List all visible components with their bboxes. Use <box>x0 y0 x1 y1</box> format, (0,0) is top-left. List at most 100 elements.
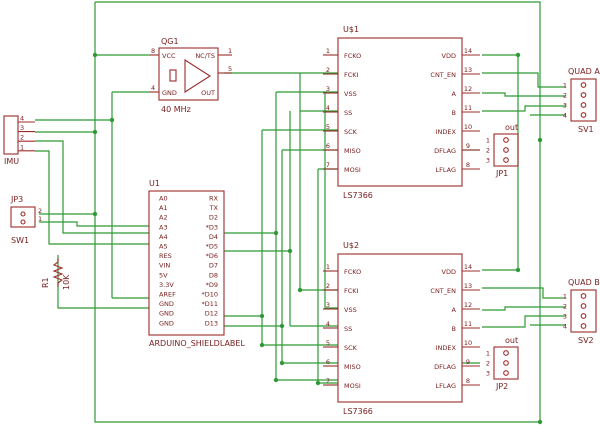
counter-right-pin-label: INDEX <box>436 344 457 352</box>
counter-right-pin-number: 8 <box>466 377 470 385</box>
jp1-header-pin-hole <box>503 157 509 163</box>
qg1-vcc-number: 8 <box>151 47 155 55</box>
u1-left-pin-label: RES <box>159 252 172 260</box>
counter-right-pin-number: 14 <box>464 47 472 55</box>
qg1-nc-number: 1 <box>228 47 232 55</box>
quad-b-header-pin-number: 3 <box>563 313 567 321</box>
counter-left-pin-number: 7 <box>326 161 330 169</box>
u1-label: ARDUINO_SHIELDLABEL <box>149 339 245 348</box>
counter-left-pin-number: 5 <box>326 339 330 347</box>
qg1-vcc-label: VCC <box>162 52 176 60</box>
u1-left-pin-label: 3.3V <box>159 281 174 289</box>
junction-dot <box>92 211 98 217</box>
counter-right-pin-label: B <box>452 325 456 333</box>
jp1-header-body <box>493 133 519 167</box>
imu-name: IMU <box>4 157 19 166</box>
u1-left-pin-label: A4 <box>159 233 168 241</box>
imu-pin-number: 2 <box>20 134 24 142</box>
junction-dot <box>297 287 303 293</box>
u1-name: U1 <box>149 179 160 188</box>
net-b1 <box>482 105 566 112</box>
counter-left-pin-number: 3 <box>326 301 330 309</box>
counter-left-pin-number: 6 <box>326 358 330 366</box>
counter-left-pin-number: 4 <box>326 320 330 328</box>
wire-layer <box>35 1 566 425</box>
qg1-name: QG1 <box>161 37 179 46</box>
counter-name: U$1 <box>343 25 359 34</box>
u1-left-pin-label: GND <box>159 310 174 318</box>
u1-right-pin-label: *D10 <box>201 291 218 299</box>
counter-left-pin-number: 1 <box>326 263 330 271</box>
r1-resistor-symbol <box>52 258 64 287</box>
qg1-out-number: 5 <box>228 65 232 73</box>
quad-a-header-pin-number: 1 <box>563 82 567 90</box>
u1-right-pin-label: D12 <box>205 310 218 318</box>
counter-left-pin-number: 7 <box>326 377 330 385</box>
net-b2 <box>482 315 566 328</box>
counter-left-pin-label: VSS <box>344 90 357 98</box>
qg1-body <box>158 47 219 101</box>
counter-left-pin-number: 3 <box>326 85 330 93</box>
jp3-title: JP3 <box>10 195 23 204</box>
u1-right-pin-label: D4 <box>209 233 218 241</box>
counter-right-pin-label: A <box>452 90 457 98</box>
counter-left-pin-number: 5 <box>326 123 330 131</box>
counter-name: U$2 <box>343 241 359 250</box>
u1-left-pin-label: A0 <box>159 195 168 203</box>
quad-b-header-pin-number: 2 <box>563 303 567 311</box>
counter-body <box>337 253 463 403</box>
junction-dot <box>92 129 98 135</box>
u1-right-pin-label: D7 <box>209 262 218 270</box>
net-a1 <box>482 92 566 97</box>
jp2-header-pin-hole <box>503 360 509 366</box>
net-cnt-en1 <box>482 72 566 88</box>
quad-a-header-pin-hole <box>580 112 587 118</box>
junction-dot <box>537 419 543 425</box>
quad-a-header-pin-hole <box>580 102 587 108</box>
jp1-header-pin-number: 3 <box>486 157 490 165</box>
counter-right-pin-number: 10 <box>464 339 472 347</box>
jp2-header-pin-number: 1 <box>486 350 490 358</box>
quad-b-header-pin-number: 1 <box>563 293 567 301</box>
counter-right-pin-label: VDD <box>442 268 456 276</box>
quad-a-title: QUAD A <box>568 67 600 76</box>
counter-left-pin-label: VSS <box>344 306 357 314</box>
qg1-nc-label: NC/TS <box>195 52 215 60</box>
counter-right-pin-number: 12 <box>464 301 472 309</box>
r1-name: R1 <box>41 277 50 288</box>
imu-pin-number: 1 <box>20 143 24 151</box>
jp3-pin-number: 1 <box>38 215 42 223</box>
counter-right-pin-label: CNT_EN <box>430 287 456 295</box>
counter-left-pin-number: 4 <box>326 104 330 112</box>
counter-right-pin-label: B <box>452 109 456 117</box>
qg1-value: 40 MHz <box>161 105 191 114</box>
net-a2 <box>482 306 566 311</box>
jp1-name: JP1 <box>495 169 508 178</box>
u1-left-pin-label: A5 <box>159 243 168 251</box>
u1-left-pin-label: AREF <box>159 291 176 299</box>
jp3-pin-hole <box>20 211 26 217</box>
counter-right-pin-number: 14 <box>464 263 472 271</box>
counter-left-pin-label: FCKI <box>344 287 359 295</box>
jp1-header-pin-number: 1 <box>486 137 490 145</box>
counter-left-pin-number: 1 <box>326 47 330 55</box>
net-imu-4 <box>35 150 149 245</box>
u1-left-pin-label: 5V <box>159 271 168 279</box>
qg1-gnd-number: 4 <box>151 84 155 92</box>
counter-right-pin-label: VDD <box>442 52 456 60</box>
counter-right-pin-label: INDEX <box>436 128 457 136</box>
quad-b-header-pin-hole <box>580 313 587 319</box>
u1-left-pin-label: GND <box>159 319 174 327</box>
quad-b-title: QUAD B <box>568 278 600 287</box>
imu-body <box>3 115 19 155</box>
counter-right-pin-number: 8 <box>466 161 470 169</box>
imu-pin-number: 3 <box>20 124 24 132</box>
counter-right-pin-number: 13 <box>464 66 472 74</box>
quad-b-header-pin-hole <box>580 323 587 329</box>
sw1-name: SW1 <box>11 236 29 245</box>
symbol-layer <box>3 37 597 403</box>
u1-left-pin-label: VIN <box>159 262 170 270</box>
junction-dot <box>273 230 279 236</box>
junction-dot <box>537 137 543 143</box>
junction-dot <box>515 267 521 273</box>
